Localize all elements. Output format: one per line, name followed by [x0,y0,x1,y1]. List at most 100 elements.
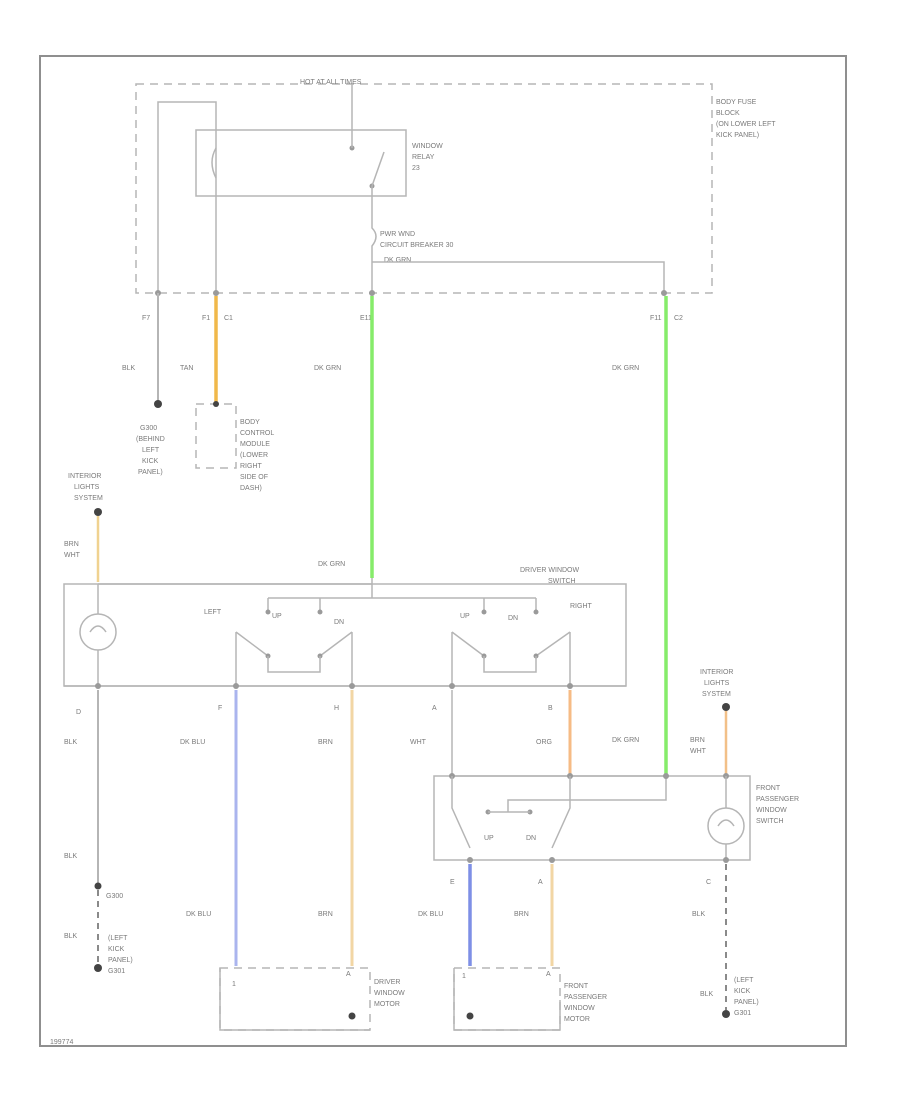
pass-switch-label-4: SWITCH [756,818,784,825]
pin-c1: C1 [224,315,233,322]
fuse-block-label-4: KICK PANEL) [716,132,759,139]
driver-left-dn-blade [319,631,353,657]
ground-g300-label-2: (BEHIND [136,436,165,443]
body-control-module-box [195,403,237,469]
wire-label-wht: WHT [410,739,427,746]
wire-label-wht-left: WHT [64,552,81,559]
conn-a [449,683,455,689]
driver-motor-label-2: WINDOW [374,990,405,997]
driver-switch-dn-2: DN [508,615,518,622]
circuit-breaker-icon [371,186,377,262]
pass-switch-label-1: FRONT [756,785,781,792]
wire-label-brn-1: BRN [318,739,333,746]
wire-label-dkblu-1: DK BLU [180,739,205,746]
driver-left-common [267,656,321,673]
pass-feed-bus [507,776,667,812]
driver-motor-pin-1: 1 [232,981,236,988]
ground-bl-label-4: KICK [108,946,125,953]
wire-label-brn-right: BRN [690,737,705,744]
pass-pin-e: E [450,879,455,886]
pass-switch-dn: DN [526,835,536,842]
ground-bl-label-6: G301 [108,968,125,975]
driver-window-motor: 1 A DRIVER WINDOW MOTOR [219,967,405,1031]
conn-h [349,683,355,689]
ground-bl-label-3: (LEFT [108,935,128,942]
pass-lamp-filament [717,819,735,827]
pass-motor-pin-1: 1 [462,973,466,980]
interior-lights-right-1: INTERIOR [700,669,733,676]
pass-pin-a: A [538,879,543,886]
conn-b [567,683,573,689]
ground-g300-label-4: KICK [142,458,159,465]
relay-label-3: 23 [412,165,420,172]
g300-splice [94,882,102,890]
ground-br-label-2: (LEFT [734,977,754,984]
wire-label-tan: TAN [180,365,193,372]
lamp-filament [89,625,107,633]
diagram-frame [39,55,847,1047]
contact-2 [317,609,323,615]
wire-label-dk-grn-2: DK GRN [318,561,345,568]
connector-f1 [213,290,219,296]
pass-pin-c: C [706,879,711,886]
pass-conn-3 [663,773,669,779]
pass-dn-blade [551,776,571,849]
driver-left-up-blade [235,631,269,657]
bcm-label-1: BODY [240,419,260,426]
driver-motor-icon [348,1012,356,1020]
interior-lights-right-3: SYSTEM [702,691,731,698]
ground-g300-label-1: G300 [140,425,157,432]
pin-f1: F1 [202,315,210,322]
wire-label-dkblu-3: DK BLU [418,911,443,918]
ground-g300-label-5: PANEL) [138,469,163,476]
ground-br-label-4: PANEL) [734,999,759,1006]
pass-conn-c [723,857,729,863]
driver-right-common [483,656,537,673]
driver-window-switch: DRIVER WINDOW SWITCH LEFT UP DN UP DN RI… [63,567,627,687]
ground-g301-left-icon [94,964,102,972]
fuse-block-label-1: BODY FUSE [716,99,757,106]
bcm-label-4: (LOWER [240,452,268,459]
pass-conn-e [467,857,473,863]
driver-switch-right-label: RIGHT [570,603,593,610]
breaker-to-f11-wire [372,261,665,293]
pass-up-blade [451,776,471,849]
driver-pin-f: F [218,705,222,712]
relay-label-2: RELAY [412,154,435,161]
connector-e11 [369,290,375,296]
bcm-connector [213,401,219,407]
interior-lights-left-3: SYSTEM [74,495,103,502]
pin-e11: E11 [360,315,372,322]
driver-pin-b: B [548,705,553,712]
front-passenger-window-motor: 1 A FRONT PASSENGER WINDOW MOTOR [453,967,607,1031]
body-fuse-block: HOT AT ALL TIMES BODY FUSE BLOCK (ON LOW… [135,79,776,294]
pass-conn-a [549,857,555,863]
ground-br-label-3: KICK [734,988,751,995]
conn-f [233,683,239,689]
pin-f7: F7 [142,315,150,322]
interior-lights-left-connector [94,508,102,516]
diagram-id: 199774 [50,1039,73,1046]
wire-label-brn-left: BRN [64,541,79,548]
driver-motor-pin-a: A [346,971,351,978]
driver-switch-label-2: SWITCH [548,578,576,585]
breaker-wire-color: DK GRN [384,257,411,264]
bcm-label-6: SIDE OF [240,474,268,481]
ground-g301-right-icon [722,1010,730,1018]
driver-right-dn-blade [535,631,571,657]
pass-switch-lamp-icon [707,807,745,845]
driver-pin-d: D [76,709,81,716]
ground-bl-label-5: PANEL) [108,957,133,964]
wire-label-dk-grn-1: DK GRN [314,365,341,372]
pass-motor-icon [466,1012,474,1020]
interior-lights-left-2: LIGHTS [74,484,100,491]
driver-switch-label-1: DRIVER WINDOW [520,567,580,574]
driver-motor-label-3: MOTOR [374,1001,400,1008]
wire-label-blk-4: BLK [692,911,706,918]
pin-f11: F11 [650,315,662,322]
bcm-label-7: DASH) [240,485,262,492]
breaker-label-2: CIRCUIT BREAKER 30 [380,242,453,249]
driver-right-up-blade [451,631,485,657]
fuse-block-label-3: (ON LOWER LEFT [716,121,776,128]
relay-ground-wire [157,101,217,293]
